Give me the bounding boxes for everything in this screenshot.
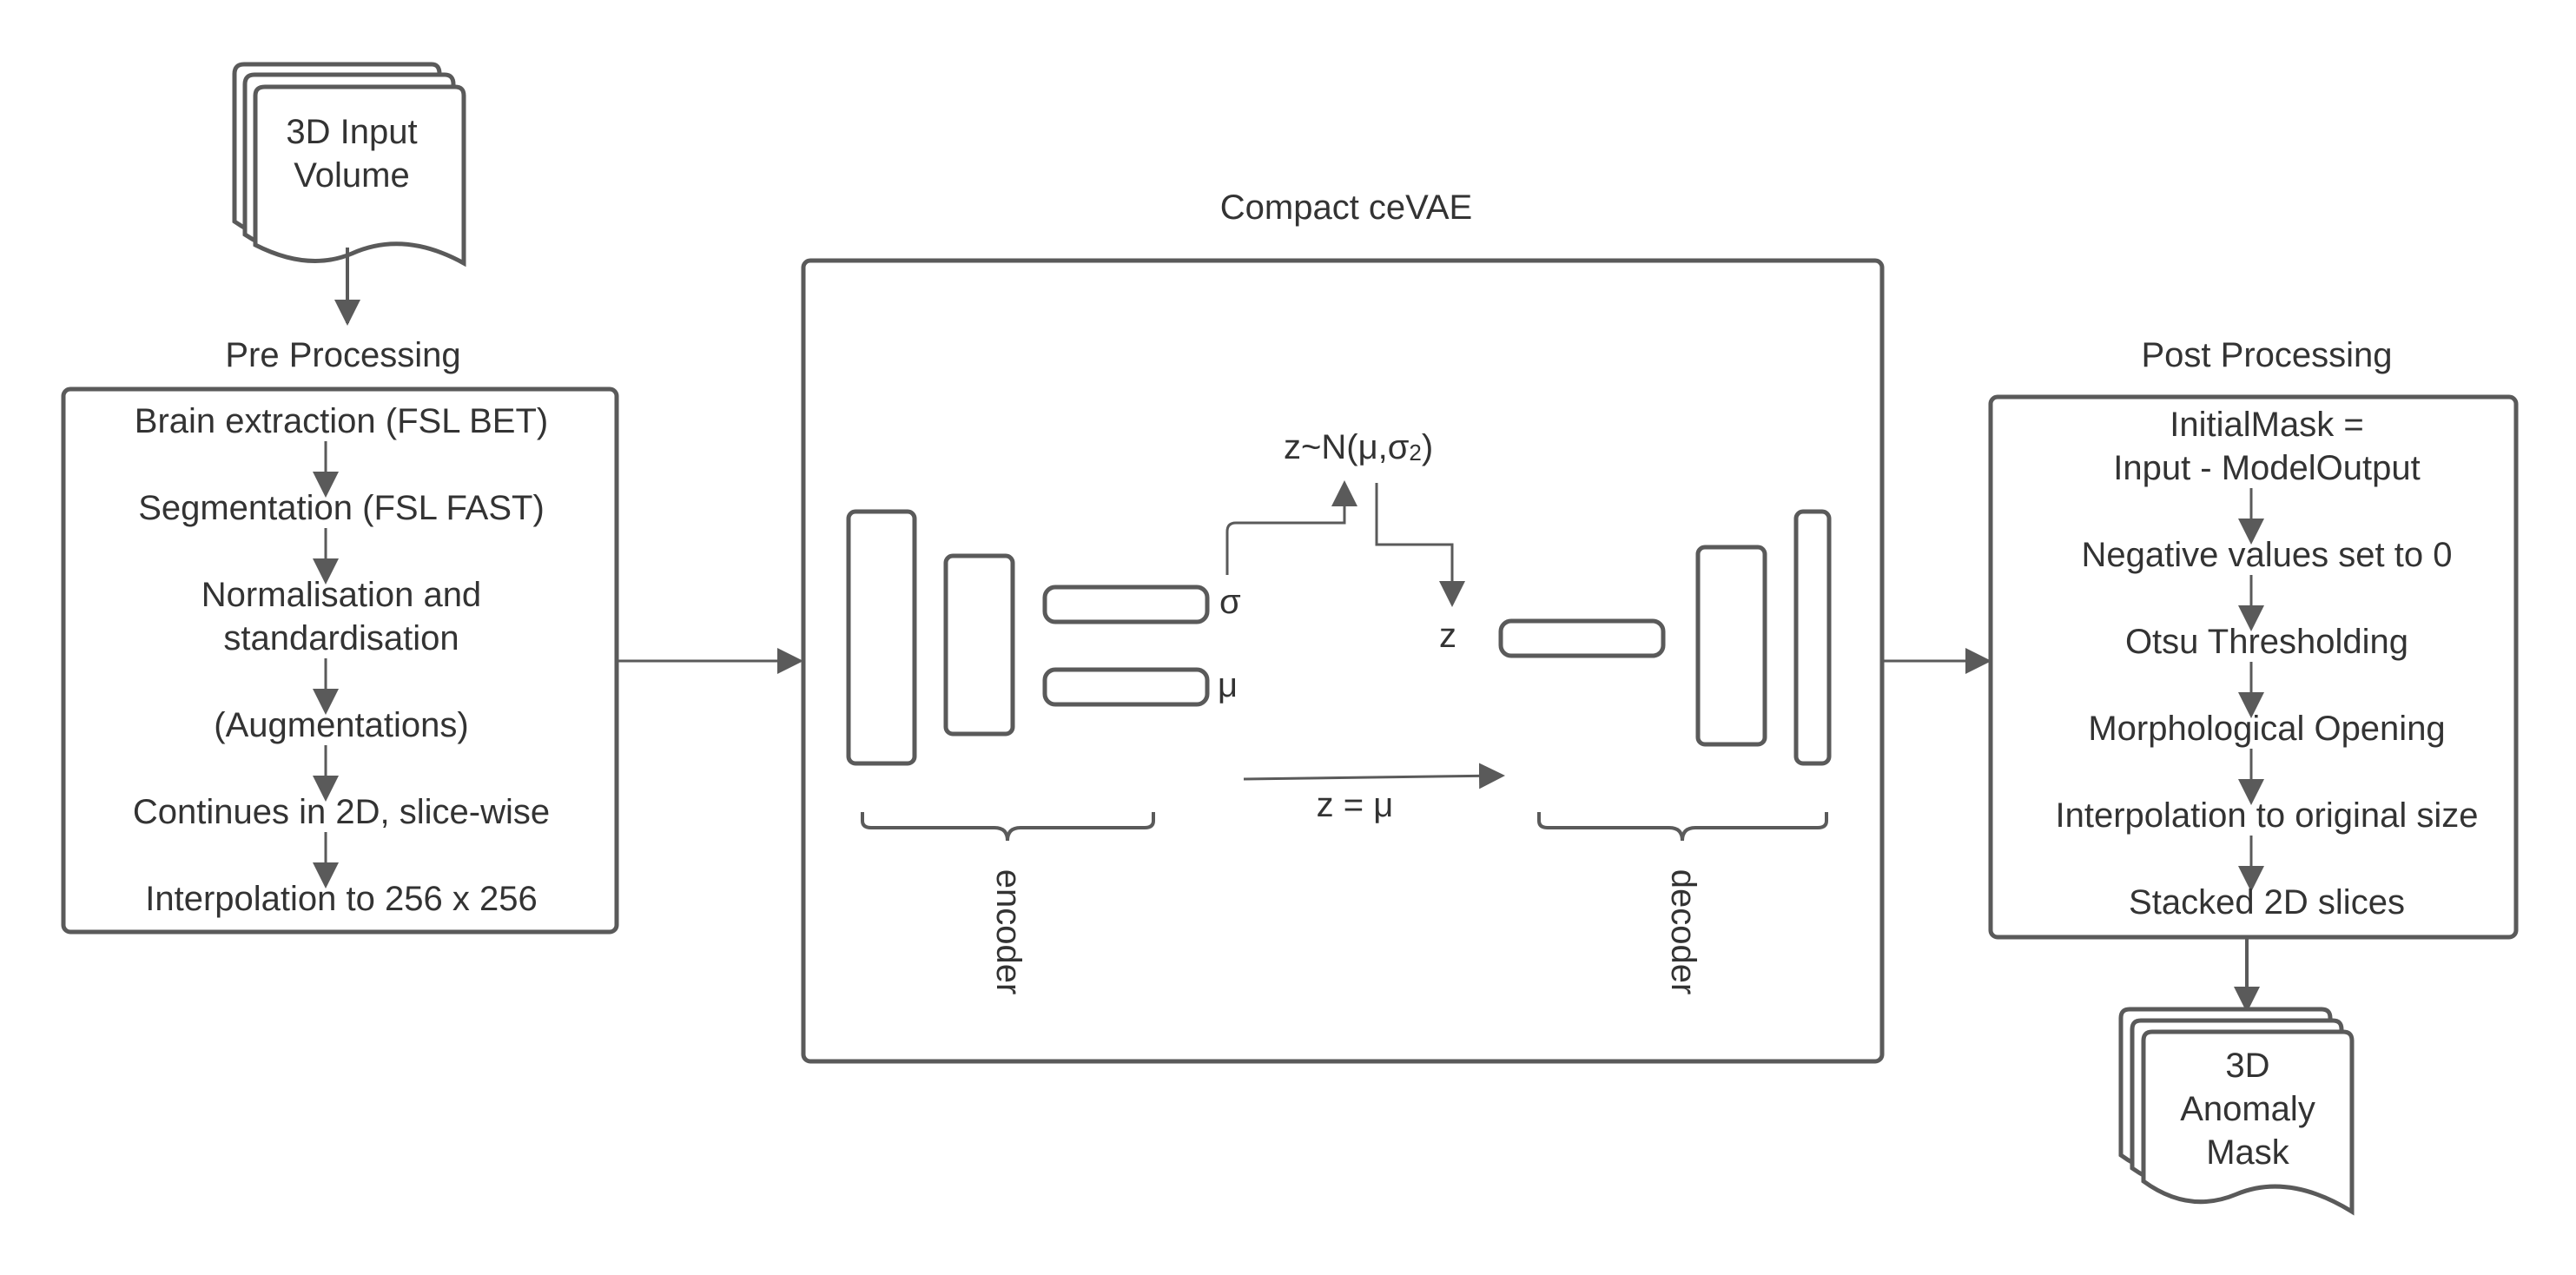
- post-processing-box: [1988, 394, 2519, 940]
- decoder-brace: [1537, 812, 1828, 842]
- post-processing-steps: InitialMask = Input - ModelOutputNegative…: [2056, 406, 2479, 922]
- sigma-label: σ: [1219, 583, 1241, 621]
- pre-step-1: Brain extraction (FSL BET): [135, 402, 548, 440]
- post-step-3: Otsu Thresholding: [2125, 623, 2408, 661]
- output-doc-line-1: 3D: [2225, 1047, 2269, 1085]
- pre-step-4: (Augmentations): [214, 706, 468, 744]
- input-volume-icon: [232, 62, 466, 268]
- sampling-label: z~N(μ,σ2): [1284, 428, 1433, 466]
- post-step-6: Stacked 2D slices: [2129, 883, 2405, 922]
- input-doc-line-2: Volume: [294, 156, 409, 195]
- encoder-label: encoder: [989, 869, 1027, 995]
- pre-step-5: Continues in 2D, slice-wise: [133, 793, 550, 831]
- pre-processing-box: [61, 386, 619, 935]
- encoder-layer-2: [943, 553, 1015, 737]
- output-doc-line-2: Anomaly: [2180, 1090, 2315, 1128]
- z-equals-mu-arrow: [1243, 763, 1505, 789]
- post-step-4: Morphological Opening: [2088, 710, 2445, 748]
- sample-to-z-arrow: [1375, 483, 1465, 607]
- pre-step-6: Interpolation to 256 x 256: [145, 880, 537, 918]
- input-doc-line-1: 3D Input: [286, 113, 417, 151]
- mu-label: μ: [1218, 666, 1238, 704]
- decoder-layer-1: [1695, 545, 1767, 747]
- decoder-layer-2: [1793, 509, 1832, 766]
- output-doc-line-3: Mask: [2206, 1133, 2290, 1172]
- pre-processing-title: Pre Processing: [225, 336, 460, 374]
- post-step-1-line-1: InitialMask =: [2170, 406, 2363, 444]
- encoder-layer-1: [846, 509, 917, 766]
- pre-step-3-line-1: Normalisation and: [201, 576, 481, 614]
- post-step-1-line-2: Input - ModelOutput: [2113, 449, 2421, 487]
- decoder-label: decoder: [1664, 869, 1702, 995]
- model-title: Compact ceVAE: [1220, 188, 1473, 227]
- model-box: [801, 258, 1885, 1064]
- post-processing-title: Post Processing: [2141, 336, 2392, 374]
- z-layer: [1498, 618, 1666, 658]
- pre-step-2: Segmentation (FSL FAST): [138, 489, 545, 527]
- encoder-brace: [861, 812, 1155, 842]
- sigma-to-sample-arrow: [1225, 480, 1357, 575]
- post-step-5: Interpolation to original size: [2056, 796, 2479, 835]
- anomaly-mask-icon: [2118, 1007, 2355, 1216]
- post-step-2: Negative values set to 0: [2082, 536, 2453, 574]
- pre-step-3-line-2: standardisation: [223, 619, 459, 657]
- z-label: z: [1439, 617, 1456, 655]
- z-equals-mu-label: z = μ: [1317, 786, 1394, 824]
- pre-processing-steps: Brain extraction (FSL BET) Segmentation (…: [133, 402, 550, 918]
- sigma-layer: [1042, 585, 1210, 624]
- mu-layer: [1042, 667, 1210, 707]
